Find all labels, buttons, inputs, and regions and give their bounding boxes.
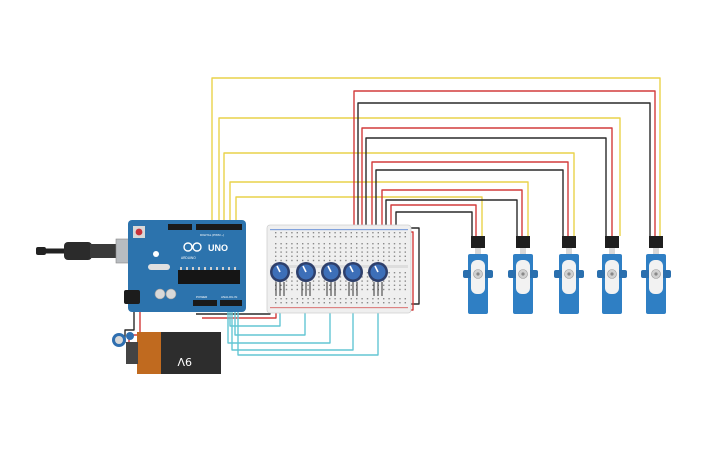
- power-wire-2: [361, 127, 613, 236]
- potentiometer-4[interactable]: [343, 262, 363, 296]
- potentiometer-3[interactable]: [321, 262, 341, 296]
- servo-4[interactable]: [597, 236, 627, 314]
- arduino-logo-icon: [183, 242, 202, 252]
- board-power-label: POWER: [196, 295, 208, 299]
- board-logo: UNO: [208, 243, 228, 253]
- board-analog-label: ANALOG IN: [221, 295, 237, 299]
- signal-wire-5: [235, 196, 483, 236]
- potentiometer-group: [270, 262, 388, 296]
- battery-snap-connector: [112, 332, 138, 364]
- servo-2[interactable]: [508, 236, 538, 314]
- ground-wire-3: [375, 169, 564, 236]
- ground-wire-2: [365, 137, 607, 236]
- signal-wire-1: [211, 77, 661, 236]
- board-brand: ARDUINO: [181, 256, 196, 260]
- signal-wire-2: [218, 117, 621, 236]
- servo-5[interactable]: [641, 236, 671, 314]
- servo-group: [463, 236, 671, 314]
- analog-wire-4: [231, 290, 354, 351]
- ground-wire-5: [395, 211, 473, 236]
- potentiometer-5[interactable]: [368, 262, 388, 296]
- signal-wire-4: [229, 181, 529, 236]
- board-digital-label: DIGITAL (PWM ~): [200, 233, 224, 237]
- potentiometer-1[interactable]: [270, 262, 290, 296]
- power-wire-4: [381, 189, 523, 236]
- battery-label: 9V: [177, 355, 192, 368]
- wire-group: [124, 77, 661, 356]
- usb-cable: [36, 238, 137, 264]
- servo-3[interactable]: [554, 236, 584, 314]
- ground-wire-4: [385, 199, 518, 236]
- potentiometer-2[interactable]: [296, 262, 316, 296]
- analog-wire-3: [227, 290, 331, 344]
- power-wire-5: [390, 204, 477, 236]
- servo-1[interactable]: [463, 236, 493, 314]
- ground-wire-1: [357, 102, 651, 236]
- signal-wire-3: [223, 152, 575, 236]
- power-wire-1: [353, 90, 656, 236]
- power-wire-3: [371, 161, 569, 236]
- arduino-uno-board[interactable]: UNO ARDUINO DIGITAL (PWM ~) POWER ANALOG…: [124, 220, 246, 312]
- analog-wire-5: [237, 290, 379, 356]
- battery-9v[interactable]: 9V: [112, 332, 221, 374]
